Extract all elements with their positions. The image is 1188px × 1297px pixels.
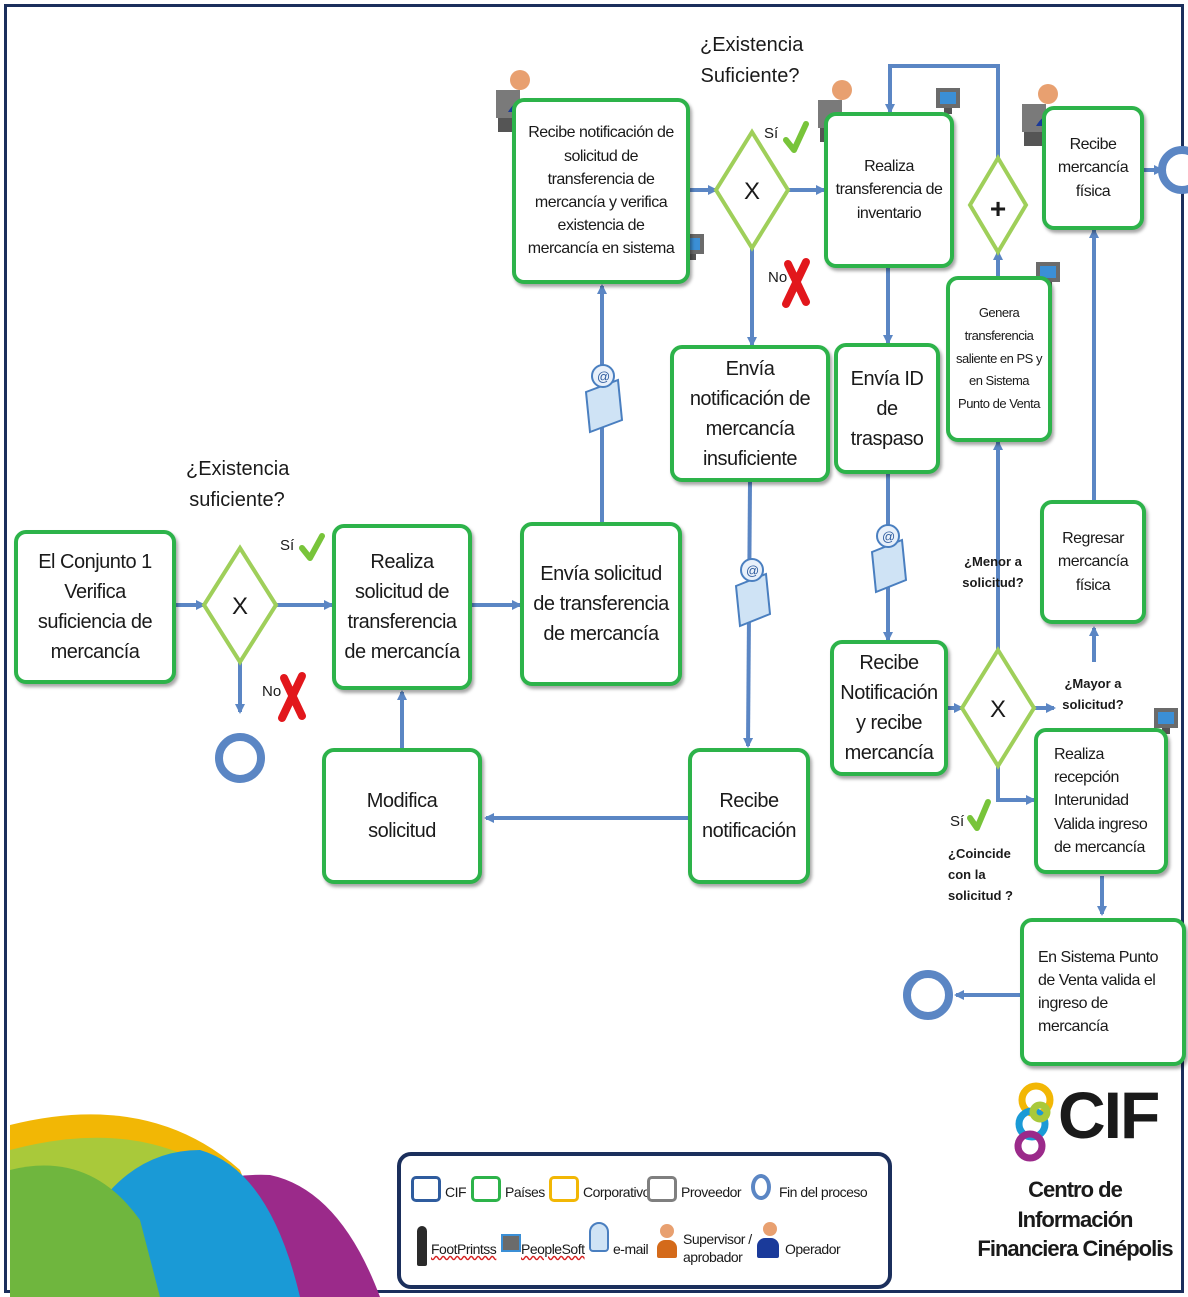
si-check-icon bbox=[967, 799, 991, 831]
gateway-cantidad bbox=[959, 646, 1037, 770]
end-event-1 bbox=[215, 733, 265, 783]
task-conjunto-verifica: El Conjunto 1 Verifica suficiencia de me… bbox=[14, 530, 176, 684]
legend-label-cif: CIF bbox=[445, 1184, 467, 1200]
legend-supervisor-icon bbox=[657, 1224, 677, 1260]
label-si: Sí bbox=[950, 813, 965, 830]
task-envia-notificacion-insuficiente: Envía notificación de mercancía insufici… bbox=[670, 345, 830, 482]
legend-label-proveedor: Proveedor bbox=[681, 1184, 742, 1200]
legend-swatch-proveedor bbox=[647, 1176, 677, 1202]
gateway-existencia-2 bbox=[713, 128, 791, 252]
legend-operador-icon bbox=[755, 1222, 781, 1262]
end-event-3 bbox=[903, 970, 953, 1020]
legend-label-email: e-mail bbox=[613, 1241, 649, 1257]
legend-email-icon bbox=[589, 1222, 609, 1252]
task-recibe-notificacion-solicitud: Recibe notificación de solicitud de tran… bbox=[512, 98, 690, 284]
label-no: No bbox=[262, 683, 282, 700]
task-regresar-mercancia: Regresar mercancía física bbox=[1040, 500, 1146, 624]
label-existencia-suficiente-1: ¿Existencia suficiente? bbox=[186, 458, 290, 511]
peoplesoft-icon bbox=[936, 88, 960, 114]
task-sistema-punto-venta: En Sistema Punto de Venta valida el ingr… bbox=[1020, 918, 1186, 1066]
legend-label-operador: Operador bbox=[785, 1241, 841, 1257]
cif-logo-icon bbox=[1014, 1082, 1054, 1162]
legend-label-corporativo: Corporativo bbox=[583, 1184, 650, 1200]
label-si: Sí bbox=[280, 537, 295, 554]
svg-text:@: @ bbox=[597, 369, 610, 384]
no-cross-icon bbox=[278, 672, 306, 722]
label-coincide-solicitud: ¿Coincide con la solicitud ? bbox=[948, 846, 1013, 903]
task-realiza-solicitud: Realiza solicitud de transferencia de me… bbox=[332, 524, 472, 690]
task-genera-transferencia: Genera transferencia saliente en PS y en… bbox=[946, 276, 1052, 442]
legend-label-paises: Países bbox=[505, 1184, 545, 1200]
diagram-frame bbox=[4, 4, 1184, 1293]
legend-peoplesoft-icon bbox=[501, 1234, 521, 1252]
si-check-icon bbox=[299, 533, 325, 561]
arrow-gw3-coincide bbox=[996, 766, 1036, 805]
cif-logo-subtitle: Centro de Información Financiera Cinépol… bbox=[977, 1177, 1173, 1262]
legend-swatch-paises bbox=[471, 1176, 501, 1202]
gateway-symbol: X bbox=[231, 593, 248, 620]
email-icon: @ bbox=[734, 558, 772, 628]
legend-label-peoplesoft: PeopleSoft bbox=[521, 1241, 585, 1257]
label-no: No bbox=[768, 269, 788, 286]
label-mayor-solicitud: ¿Mayor a solicitud? bbox=[1062, 676, 1124, 712]
no-cross-icon bbox=[782, 258, 810, 308]
label-menor-solicitud: ¿Menor a solicitud? bbox=[962, 554, 1024, 590]
legend-swatch-corporativo bbox=[549, 1176, 579, 1202]
gateway-symbol-parallel: + bbox=[989, 193, 1007, 224]
task-envia-solicitud: Envía solicitud de transferencia de merc… bbox=[520, 522, 682, 686]
legend-label-fin-proceso: Fin del proceso bbox=[779, 1184, 868, 1200]
si-check-icon bbox=[783, 121, 809, 153]
gateway-symbol: X bbox=[989, 696, 1006, 723]
legend-label-footprints: FootPrintss bbox=[431, 1241, 497, 1257]
legend-label-supervisor: Supervisor / aprobador bbox=[683, 1231, 752, 1266]
legend: CIF Países Corporativo Proveedor Fin del… bbox=[397, 1152, 892, 1289]
task-realiza-recepcion: Realiza recepción Interunidad Valida ing… bbox=[1034, 728, 1168, 874]
label-si: Sí bbox=[764, 125, 779, 142]
legend-end-event-icon bbox=[751, 1174, 771, 1200]
legend-footprints-icon bbox=[417, 1226, 427, 1266]
cif-logo-text: CIF bbox=[1058, 1078, 1160, 1152]
task-modifica-solicitud: Modifica solicitud bbox=[322, 748, 482, 884]
gateway-symbol: X bbox=[743, 178, 760, 205]
svg-text:@: @ bbox=[746, 563, 759, 578]
label-existencia-suficiente-2: ¿Existencia Suficiente? bbox=[700, 34, 804, 87]
task-envia-id-traspaso: Envía ID de traspaso bbox=[834, 343, 940, 474]
gateway-existencia-1 bbox=[201, 544, 279, 666]
task-recibe-notificacion: Recibe notificación bbox=[688, 748, 810, 884]
end-event-2 bbox=[1158, 146, 1188, 194]
task-recibe-notificacion-mercancia: Recibe Notificación y recibe mercancía bbox=[830, 640, 948, 776]
task-realiza-transferencia: Realiza transferencia de inventario bbox=[824, 112, 954, 268]
legend-swatch-cif bbox=[411, 1176, 441, 1202]
peoplesoft-icon bbox=[1154, 708, 1178, 734]
arrow-parallel-to-transferencia bbox=[885, 64, 1000, 158]
svg-text:@: @ bbox=[882, 529, 895, 544]
email-icon: @ bbox=[584, 364, 624, 434]
gateway-parallel bbox=[967, 154, 1029, 256]
task-recibe-mercancia-fisica: Recibe mercancía física bbox=[1042, 106, 1144, 230]
email-icon: @ bbox=[870, 524, 908, 594]
